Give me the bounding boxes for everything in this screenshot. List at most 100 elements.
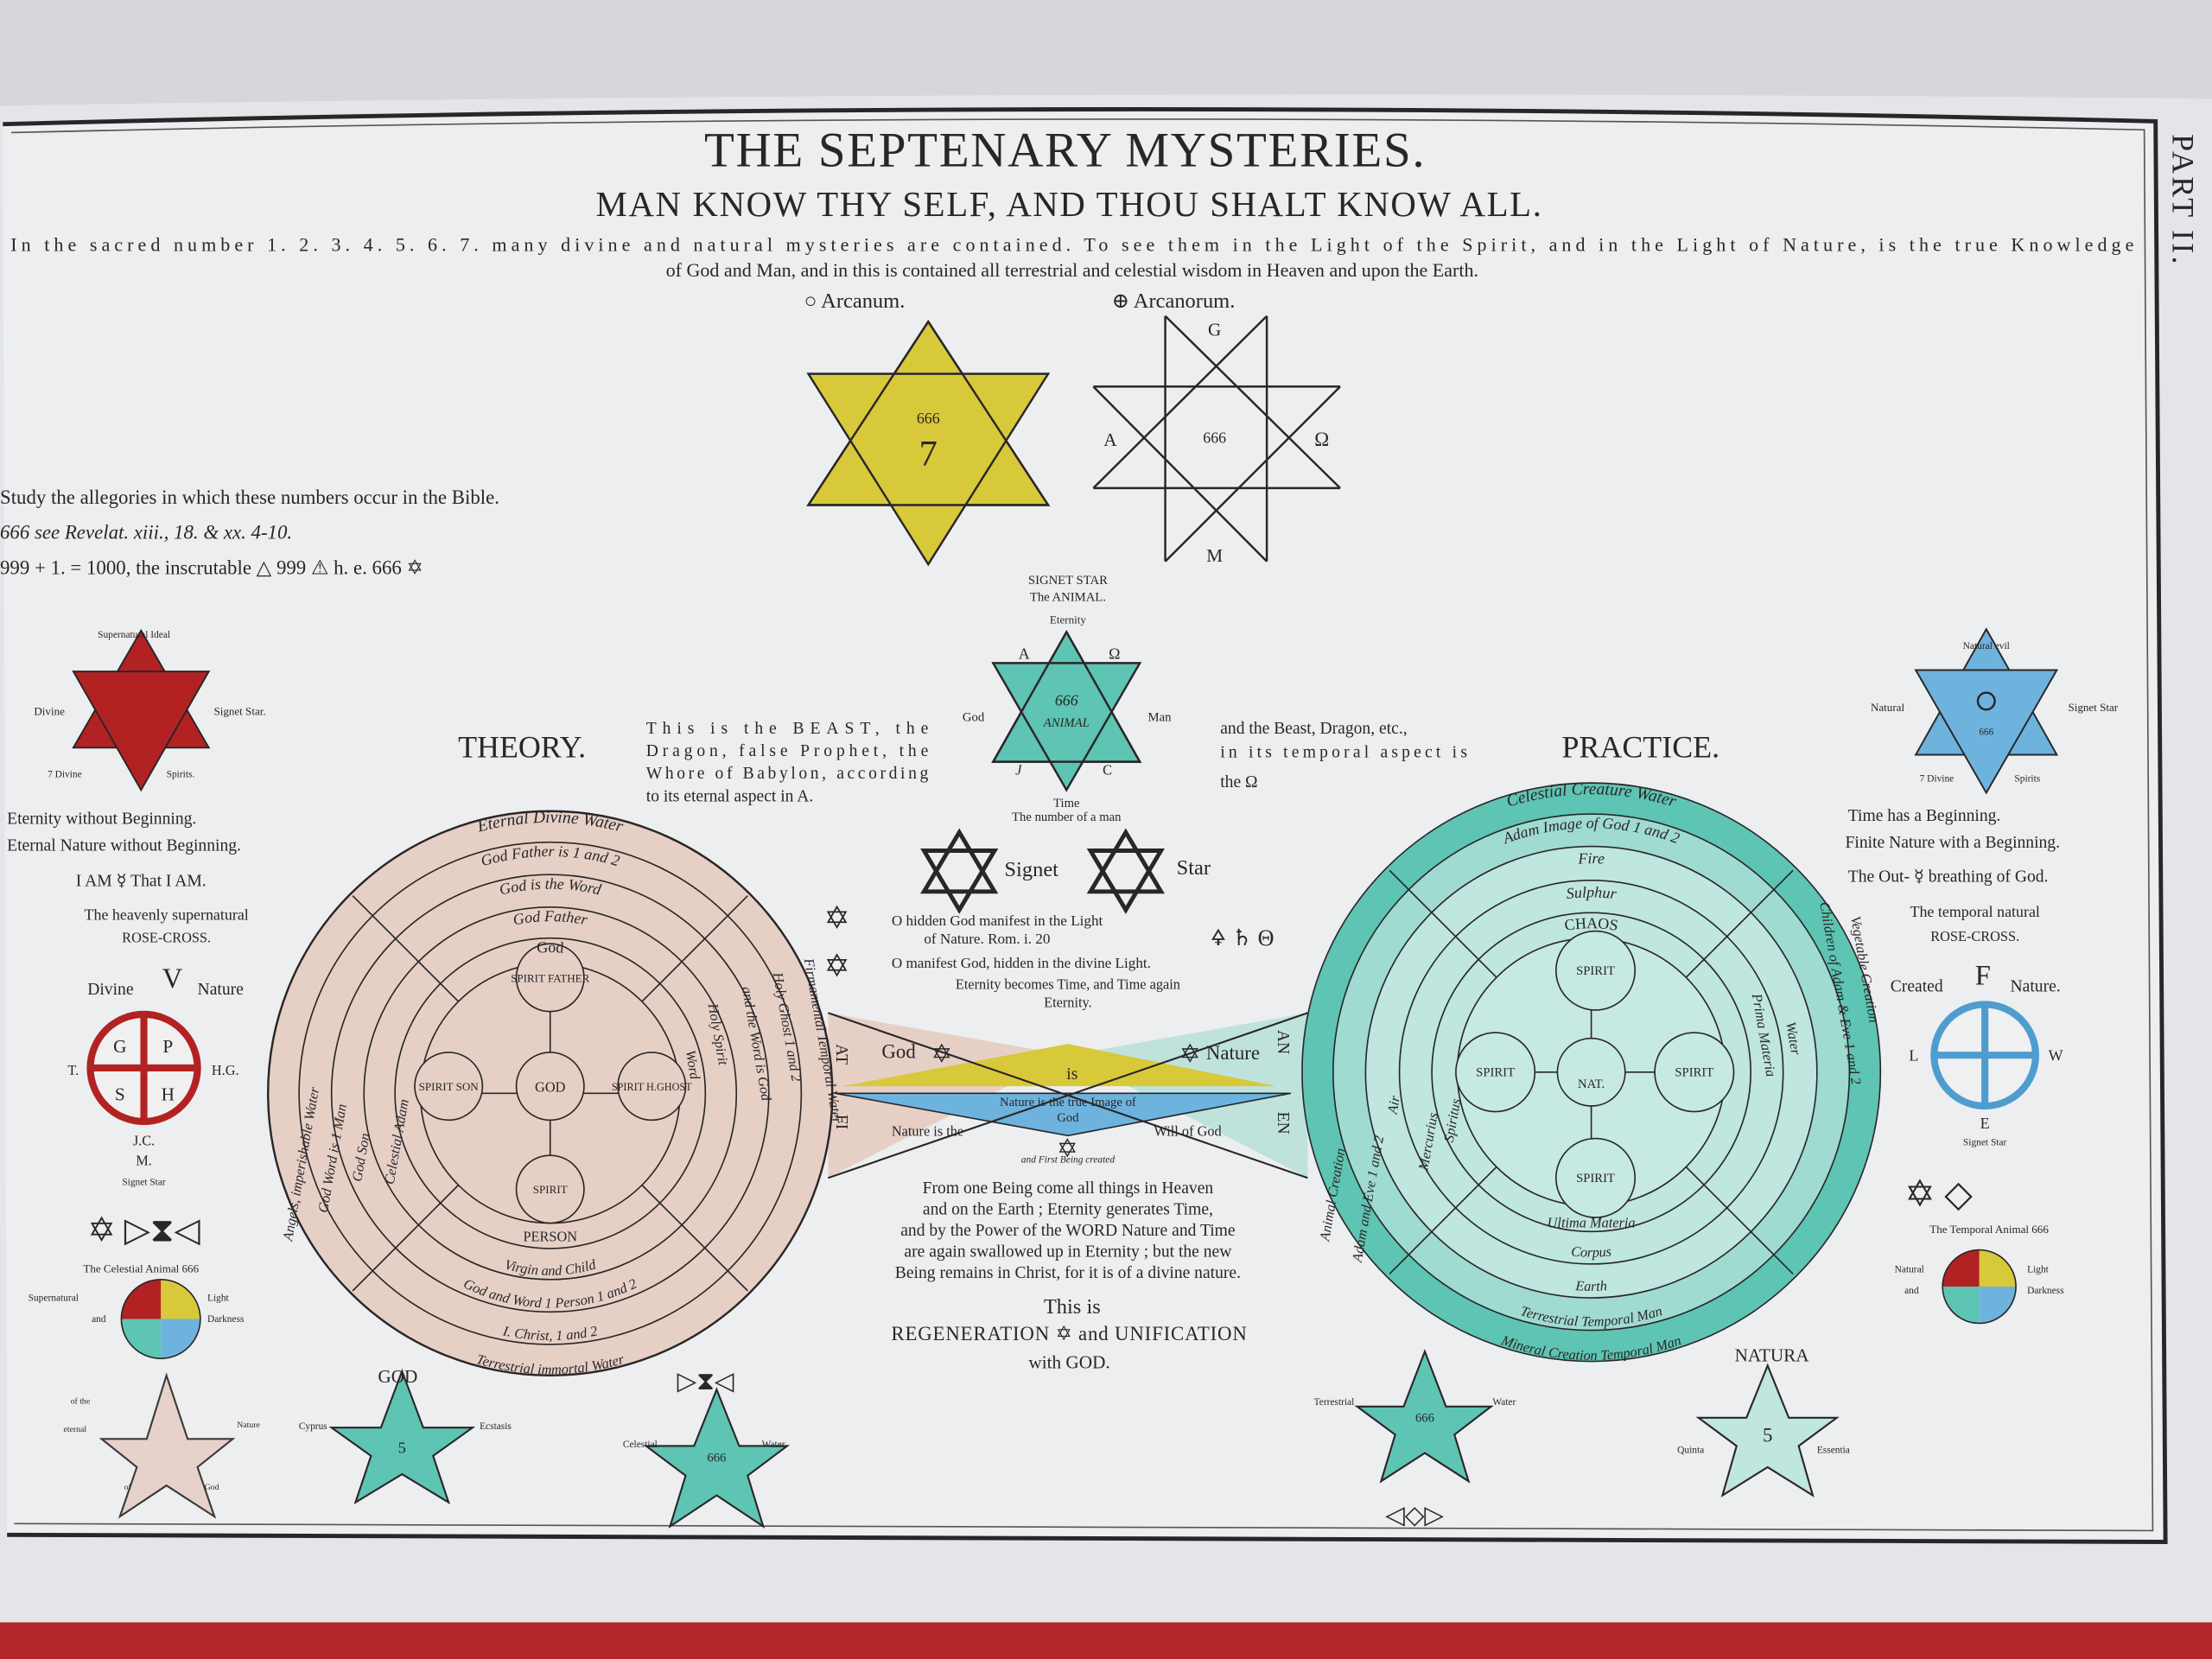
manifest-god-line: O manifest God, hidden in the divine Lig… bbox=[892, 955, 1151, 971]
theory-spirit-bottom: SPIRIT bbox=[533, 1183, 568, 1196]
practice-spirit-top: SPIRIT bbox=[1576, 964, 1615, 978]
part-label: PART II. bbox=[2165, 134, 2200, 267]
practice-spirit-left: SPIRIT bbox=[1476, 1066, 1515, 1080]
natura-num: 5 bbox=[1763, 1425, 1772, 1446]
signet-pair-word1: Signet bbox=[1004, 858, 1058, 881]
theory-heading: THEORY. bbox=[458, 730, 586, 765]
practice-heading: PRACTICE. bbox=[1562, 730, 1720, 765]
band-is: is bbox=[1066, 1065, 1077, 1084]
blue-star-sun-symbol bbox=[1976, 691, 1996, 711]
signet-center-number: 666 bbox=[1055, 691, 1078, 709]
band-first-being: and First Being created bbox=[1021, 1154, 1116, 1165]
page-subtitle: MAN KNOW THY SELF, AND THOU SHALT KNOW A… bbox=[596, 185, 1543, 224]
left-t: T. bbox=[67, 1062, 79, 1078]
natura-pentagram bbox=[1695, 1363, 1840, 1497]
signet-c: C bbox=[1103, 761, 1112, 778]
right-light: Light bbox=[2027, 1265, 2050, 1275]
pink-pentagram bbox=[99, 1372, 236, 1519]
left-jc: J.C. bbox=[133, 1133, 155, 1149]
from-line-3: and by the Power of the WORD Nature and … bbox=[900, 1222, 1236, 1240]
right-rose-cross: ROSE-CROSS. bbox=[1930, 928, 2019, 944]
god-pent-left: Cyprus bbox=[299, 1421, 328, 1432]
band-right-bottom: EN bbox=[1274, 1112, 1292, 1135]
right-and: and bbox=[1904, 1286, 1919, 1296]
cross-p: P bbox=[162, 1036, 173, 1057]
band-nature-is-the: Nature is the bbox=[892, 1122, 963, 1139]
left-eternal-nature-line: Eternal Nature without Beginning. bbox=[7, 836, 241, 855]
signet-a: A bbox=[1019, 645, 1030, 662]
terrestrial-label: Terrestrial bbox=[1314, 1397, 1355, 1408]
pink-pent-eternal: eternal bbox=[63, 1425, 86, 1434]
theory-bottom-ring-5: PERSON bbox=[523, 1229, 577, 1245]
from-line-5: Being remains in Christ, for it is of a … bbox=[895, 1264, 1241, 1282]
practice-bottom-ring-5: Ultima Materia bbox=[1548, 1214, 1636, 1230]
right-finite-line: Finite Nature with a Beginning. bbox=[1846, 834, 2060, 852]
signet-omega: Ω bbox=[1109, 645, 1120, 662]
arcanorum-right: Ω bbox=[1314, 429, 1329, 450]
blue-star-number: 666 bbox=[1979, 728, 1993, 738]
plate-inner-frame bbox=[11, 118, 2154, 1532]
page-title: THE SEPTENARY MYSTERIES. bbox=[704, 124, 1426, 178]
left-signet: Signet Star bbox=[122, 1177, 166, 1187]
teal-signet-hexagram bbox=[991, 629, 1142, 792]
natura-essentia: Essentia bbox=[1817, 1446, 1850, 1456]
arcanum-label: ○ Arcanum. bbox=[804, 289, 906, 313]
celestial-num: 666 bbox=[707, 1451, 726, 1465]
temporal-animal: The Temporal Animal 666 bbox=[1929, 1223, 2049, 1236]
signet-pair-word2: Star bbox=[1177, 856, 1211, 880]
practice-ring-3: Fire bbox=[1577, 849, 1605, 867]
arcanum-star bbox=[806, 320, 1051, 567]
theory-spirit-son: SPIRIT SON bbox=[419, 1080, 480, 1093]
red-star-top: Supernatural Ideal bbox=[98, 630, 170, 640]
band-god: God bbox=[881, 1040, 916, 1062]
center-symbols: 🜍 ♄ Θ bbox=[1211, 925, 1274, 950]
right-quartered-disc bbox=[1942, 1249, 2017, 1325]
band-nature: Nature bbox=[1206, 1042, 1260, 1064]
band-nature-star: ✡ bbox=[1179, 1040, 1201, 1068]
band-image-line: Nature is the true Image of bbox=[1000, 1096, 1136, 1109]
signet-star-title: SIGNET STAR bbox=[1028, 574, 1108, 588]
red-hexagram bbox=[72, 628, 211, 792]
study-line-2: 666 see Revelat. xiii., 18. & xx. 4-10. bbox=[0, 522, 292, 543]
right-created: Created bbox=[1891, 978, 1943, 996]
pink-pent-god: God bbox=[205, 1483, 219, 1492]
cross-h: H bbox=[162, 1084, 175, 1104]
study-line-1: Study the allegories in which these numb… bbox=[0, 486, 499, 508]
blue-star-right: Signet Star bbox=[2068, 701, 2118, 714]
left-quartered-disc bbox=[120, 1279, 201, 1360]
left-nature: Nature bbox=[198, 981, 245, 999]
practice-ring-5: CHAOS bbox=[1563, 914, 1619, 934]
right-e: E bbox=[1980, 1115, 1990, 1132]
arcanorum-bottom: M bbox=[1206, 545, 1223, 566]
right-natural: Natural bbox=[1895, 1265, 1924, 1275]
regeneration-line-1: This is bbox=[1044, 1295, 1101, 1319]
celestial-animal: The Celestial Animal 666 bbox=[83, 1262, 199, 1275]
regeneration-line-2: REGENERATION ✡ and UNIFICATION bbox=[891, 1323, 1247, 1344]
band-god-star: ✡ bbox=[931, 1040, 953, 1068]
practice-bottom-ring-3: Earth bbox=[1574, 1277, 1607, 1294]
right-time-line: Time has a Beginning. bbox=[1848, 807, 2001, 825]
god-pent-num: 5 bbox=[398, 1440, 406, 1457]
signet-left: God bbox=[963, 710, 985, 724]
signet-pair-stars bbox=[920, 828, 1165, 914]
arcanorum-top: G bbox=[1208, 320, 1221, 340]
red-star-left: Divine bbox=[34, 705, 65, 718]
right-l: L bbox=[1909, 1047, 1918, 1065]
right-f: F bbox=[1975, 961, 1991, 992]
blue-star-bottom-left: 7 Divine bbox=[1920, 773, 1955, 784]
right-temporal-line: The temporal natural bbox=[1910, 903, 2040, 920]
right-w: W bbox=[2049, 1047, 2063, 1065]
practice-circle bbox=[1301, 782, 1882, 1363]
bottom-pentagrams bbox=[99, 1349, 1840, 1529]
theory-spirit-father: SPIRIT FATHER bbox=[511, 971, 590, 984]
practice-left-ring-3: Air bbox=[1383, 1094, 1403, 1116]
left-heavenly-line: The heavenly supernatural bbox=[85, 906, 249, 923]
arcanorum-left: A bbox=[1103, 429, 1117, 450]
theory-circle bbox=[266, 810, 834, 1377]
dragon-line-3: the Ω bbox=[1220, 773, 1257, 791]
pink-pent-of-the: of the bbox=[71, 1396, 91, 1406]
left-v: V bbox=[162, 963, 183, 995]
beast-line-2: Dragon, false Prophet, the bbox=[646, 742, 929, 760]
left-darkness: Darkness bbox=[207, 1314, 245, 1325]
